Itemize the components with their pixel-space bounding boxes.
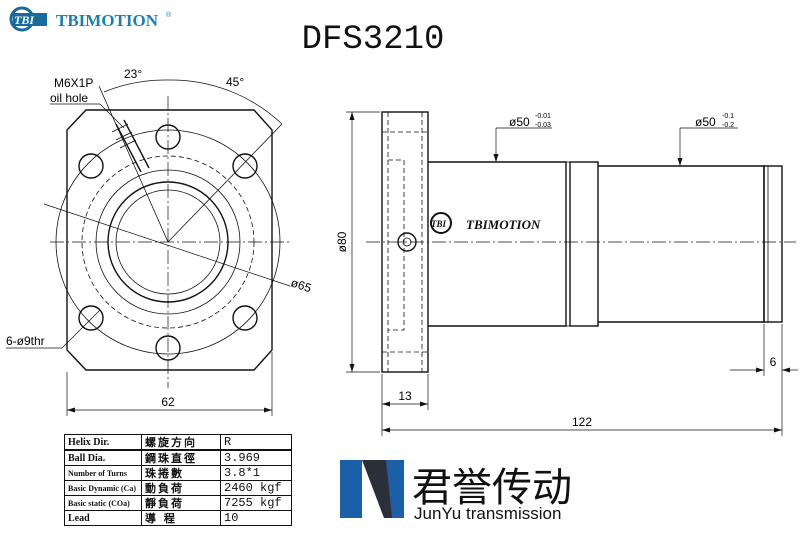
- spec-name-zh: 靜負荷: [141, 495, 221, 511]
- bolt-angle-line: [167, 123, 283, 243]
- oil-hole: [111, 119, 150, 173]
- side-oil-fitting: [397, 232, 417, 252]
- side-engraving: TBI TBIMOTION: [430, 212, 541, 234]
- side-body-section-1: [428, 161, 567, 327]
- spec-name-en: Lead: [64, 510, 142, 526]
- end-length-label: 6: [770, 355, 777, 369]
- watermark-logo-left-bar: [340, 460, 362, 518]
- pcd-dimension-line: [43, 203, 291, 287]
- spec-name-en: Helix Dir.: [64, 434, 142, 451]
- oil-hole-leader: [99, 103, 125, 129]
- oil-hole-label: oil hole: [50, 91, 88, 105]
- brand-name: TBIMOTION: [56, 11, 159, 30]
- bolt-hole-bottom: [155, 335, 181, 361]
- width-label: 62: [161, 395, 175, 409]
- svg-text:TBI: TBI: [431, 219, 447, 229]
- engraving-brand: TBIMOTION: [466, 217, 541, 232]
- spec-name-zh: 鋼珠直徑: [141, 449, 221, 466]
- body-dia-1-tol-lower: -0.03: [535, 122, 551, 129]
- watermark-en: JunYu transmission: [414, 504, 561, 523]
- spec-value: 3.969: [220, 449, 292, 466]
- bolt-hole-lower-right: [232, 305, 258, 331]
- brand-badge-bg: [13, 13, 47, 26]
- watermark-logo-right-bar: [386, 460, 404, 518]
- drawing-title: DFS3210: [302, 21, 445, 59]
- side-body-section-3: [598, 165, 765, 323]
- flange-outline: [66, 109, 273, 371]
- side-end-cap: [763, 165, 783, 323]
- spec-name-zh: 動負荷: [141, 480, 221, 496]
- bolt-hole-upper-left: [78, 153, 104, 179]
- side-body-section-2: [569, 161, 599, 327]
- bolt-holes-leader: [61, 309, 101, 349]
- front-view: 23° 45° M6X1P oil hole ø65 6-ø9thr 62: [6, 67, 313, 416]
- spec-name-zh: 導 程: [141, 510, 221, 526]
- bolt-angle-label: 45°: [226, 75, 244, 89]
- body-dia-2-tol-lower: -0.2: [722, 122, 734, 129]
- spec-value: 7255 kgf: [220, 495, 292, 511]
- body-dia-1-label: ø50: [509, 115, 530, 129]
- side-flange-hidden-pocket: [388, 159, 405, 331]
- spec-value: 2460 kgf: [220, 480, 292, 496]
- bolt-holes-label: 6-ø9thr: [6, 334, 45, 348]
- spec-name-zh: 螺旋方向: [141, 434, 221, 451]
- side-oil-fitting-inner: [402, 237, 412, 247]
- engraving-ring-icon: [430, 212, 452, 234]
- spec-name-en: Number of Turns: [64, 465, 142, 481]
- flange-dia-label: ø80: [335, 231, 349, 252]
- watermark-cn: 君誉传动: [412, 466, 572, 510]
- spec-name-en: Basic static (COa): [64, 495, 142, 511]
- length-label: 122: [572, 415, 592, 429]
- body-dia-2-label: ø50: [695, 115, 716, 129]
- spec-name-zh: 珠捲數: [141, 465, 221, 481]
- brand-registered-mark: ®: [166, 11, 172, 19]
- brand-badge: TBI: [14, 13, 35, 27]
- body-dia-1-tol-upper: -0.01: [535, 113, 551, 120]
- spec-value: R: [220, 434, 292, 451]
- pcd-label: ø65: [289, 276, 313, 296]
- bolt-holes: [78, 124, 258, 361]
- oil-hole-angle-label: 23°: [124, 67, 142, 81]
- bolt-hole-lower-left: [78, 305, 104, 331]
- bolt-hole-top: [155, 124, 181, 150]
- brand-logo: TBI TBIMOTION ®: [9, 6, 172, 32]
- body-dia-2-tol-upper: -0.1: [722, 113, 734, 120]
- bolt-hole-upper-right: [232, 153, 258, 179]
- oil-hole-thread-label: M6X1P: [54, 76, 93, 90]
- flange-thickness-label: 13: [398, 389, 412, 403]
- spec-value: 3.8*1: [220, 465, 292, 481]
- oil-hole-angle-line: [98, 85, 169, 243]
- bolt-angle-arc: [167, 79, 283, 125]
- spec-name-en: Ball Dia.: [64, 449, 142, 466]
- oil-hole-angle-arc: [103, 79, 169, 93]
- spec-name-en: Basic Dynamic (Ca): [64, 480, 142, 496]
- spec-value: 10: [220, 510, 292, 526]
- side-view: TBI TBIMOTION ø80 ø50 -0.01 -0.03 ø50 -0…: [335, 111, 798, 436]
- watermark: 君誉传动 JunYu transmission: [340, 460, 572, 523]
